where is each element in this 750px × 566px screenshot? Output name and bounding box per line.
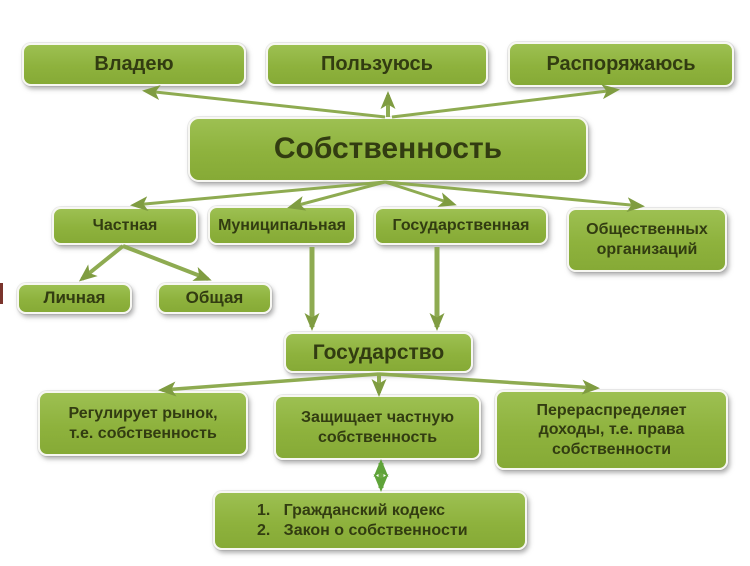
node-zashchishchaet-label: Защищает частную собственность (301, 408, 454, 446)
node-rasporyazhayus: Распоряжаюсь (508, 42, 734, 87)
node-gosudarstvennaya-label: Государственная (392, 217, 530, 235)
node-polzuyus-label: Пользуюсь (321, 53, 433, 76)
arrow-chastnaya-to-obshchaya (122, 244, 212, 281)
node-sobstvennost: Собственность (188, 117, 588, 182)
node-reguliruet-rynok: Регулирует рынок, т.е. собственность (38, 391, 248, 456)
node-municipalnaya-label: Муниципальная (218, 216, 346, 234)
node-gosudarstvennaya: Государственная (374, 207, 548, 245)
arrow-sobstvennost-to-municipalnaya (287, 180, 386, 211)
node-gosudarstvo-label: Государство (312, 340, 445, 364)
node-chastnaya: Частная (52, 207, 198, 245)
node-obshchestvennyh-organizacij: Общественных организаций (567, 208, 727, 272)
arrow-sobstvennost-to-chastnaya (130, 180, 386, 212)
node-vladeyu: Владею (22, 43, 246, 86)
left-edge-red-artifact (0, 283, 3, 304)
node-gosudarstvo: Государство (284, 332, 473, 373)
node-laws-label: 1. Гражданский кодекс 2. Закон о собстве… (257, 501, 468, 539)
node-obshchaya: Общая (157, 283, 272, 314)
node-obshchestvennyh-label: Общественных организаций (586, 221, 708, 258)
arrow-sobstvennost-to-gosudarstvennaya (384, 180, 457, 207)
node-polzuyus: Пользуюсь (266, 43, 488, 86)
node-sobstvennost-label: Собственность (273, 132, 503, 166)
node-reguliruet-label: Регулирует рынок, т.е. собственность (68, 404, 218, 442)
node-zashchishchaet-sobstvennost: Защищает частную собственность (274, 395, 481, 460)
arrow-sobstvennost-to-vladeyu (142, 85, 386, 119)
node-pereraspredelyaet-dohody: Перераспределяет доходы, т.е. права собс… (495, 390, 728, 470)
node-municipalnaya: Муниципальная (208, 206, 356, 245)
arrow-gosudarstvo-to-pereraspredelyaet (378, 372, 600, 395)
node-vladeyu-label: Владею (94, 53, 174, 76)
node-rasporyazhayus-label: Распоряжаюсь (546, 53, 696, 76)
node-obshchaya-label: Общая (185, 288, 244, 308)
arrow-chastnaya-to-lichnaya (78, 244, 125, 282)
arrow-gosudarstvo-to-reguliruet (158, 372, 380, 397)
node-lichnaya-label: Личная (43, 288, 106, 308)
node-laws-list: 1. Гражданский кодекс 2. Закон о собстве… (213, 491, 527, 550)
node-chastnaya-label: Частная (92, 217, 158, 235)
node-pereraspredelyaet-label: Перераспределяет доходы, т.е. права собс… (536, 401, 687, 458)
node-lichnaya: Личная (17, 283, 132, 314)
arrow-sobstvennost-to-rasporyazhayus (391, 84, 620, 119)
arrow-sobstvennost-to-obshchestvennyh (384, 180, 645, 213)
